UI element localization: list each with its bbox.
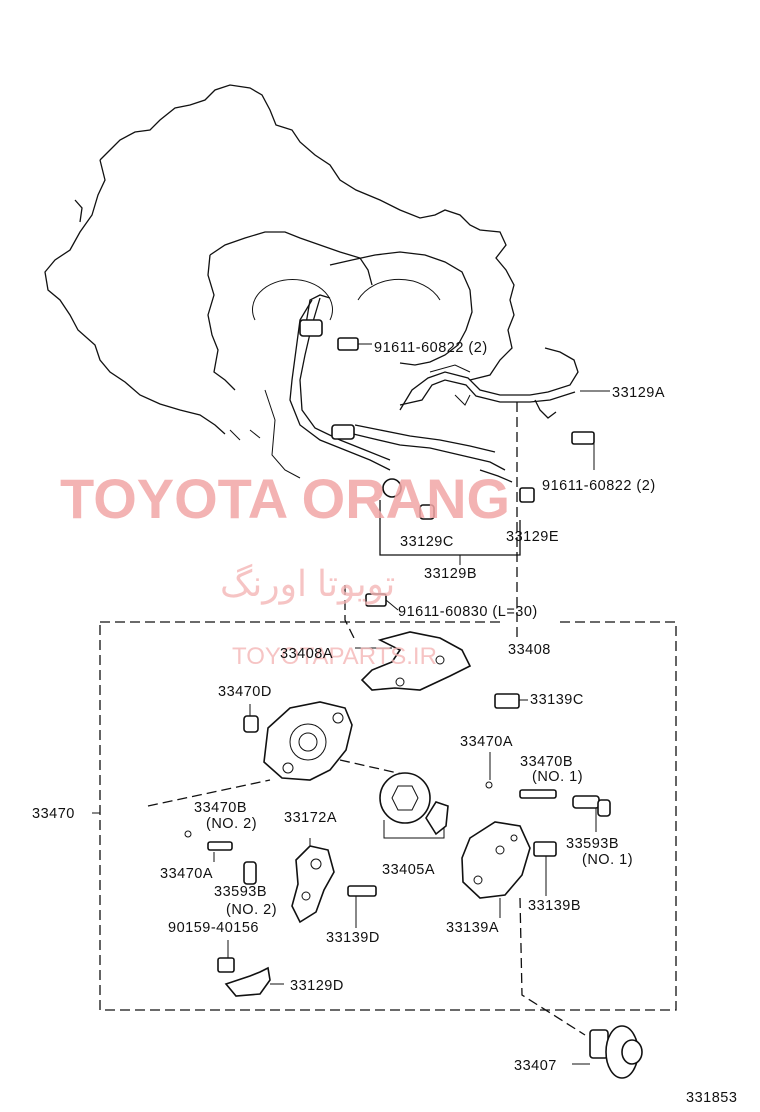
watermark-main: TOYOTA ORANG [60,467,510,530]
label-33593B-no1: 33593B [566,836,619,852]
part-labels: 91611-60822 (2) 33129A 91611-60822 (2) 3… [32,340,737,1106]
springs-and-plugs [184,781,611,973]
label-33470D: 33470D [218,684,272,700]
label-33470B-no2-sub: (NO. 2) [206,816,257,832]
valve-body-33172A [291,838,335,924]
watermark-arabic: تويوتا اورنگ [220,563,395,605]
label-33593B-no2-sub: (NO. 2) [226,902,277,918]
assembly-33470-boundary [92,621,677,1011]
label-90159-40156: 90159-40156 [168,920,259,936]
label-33470A-bottom: 33470A [160,866,213,882]
figure-number: 331853 [686,1090,737,1106]
label-33172A: 33172A [284,810,337,826]
pump-body-assembly [147,701,421,807]
label-33593B-no1-sub: (NO. 1) [582,852,633,868]
label-33139C: 33139C [530,692,584,708]
label-33405A: 33405A [382,862,435,878]
label-33139B: 33139B [528,898,581,914]
label-33407: 33407 [514,1058,557,1074]
watermark: TOYOTA ORANG تويوتا اورنگ TOYOTAPARTS.IR [60,467,510,670]
label-33139D: 33139D [326,930,380,946]
bracket-33408 [344,585,472,691]
label-33129A: 33129A [612,385,665,401]
label-33129C: 33129C [400,534,454,550]
tube-assembly-33129B [289,294,579,640]
pump-cover-33139A [461,821,586,1036]
drive-gear-33407 [572,1025,643,1079]
label-33129D: 33129D [290,978,344,994]
label-33470A-top: 33470A [460,734,513,750]
label-33593B-no2: 33593B [214,884,267,900]
label-91611-60822-a: 91611-60822 (2) [374,340,488,356]
label-33470B-no2: 33470B [194,800,247,816]
label-33408: 33408 [508,642,551,658]
label-91611-60830: 91611-60830 (L=30) [398,604,538,620]
label-33470B-no1: 33470B [520,754,573,770]
label-33129B: 33129B [424,566,477,582]
label-33470B-no1-sub: (NO. 1) [532,769,583,785]
transmission-case-outline [44,84,515,479]
label-33470: 33470 [32,806,75,822]
pump-gears-33405A [379,772,449,839]
bolts-and-fittings [243,337,595,733]
leader-lines [213,390,610,958]
label-91611-60822-b: 91611-60822 (2) [542,478,656,494]
label-33129E: 33129E [506,529,559,545]
label-33408A: 33408A [280,646,333,662]
label-33139A: 33139A [446,920,499,936]
lever-33129D [224,966,284,997]
watermark-small: TOYOTAPARTS.IR [232,643,437,670]
